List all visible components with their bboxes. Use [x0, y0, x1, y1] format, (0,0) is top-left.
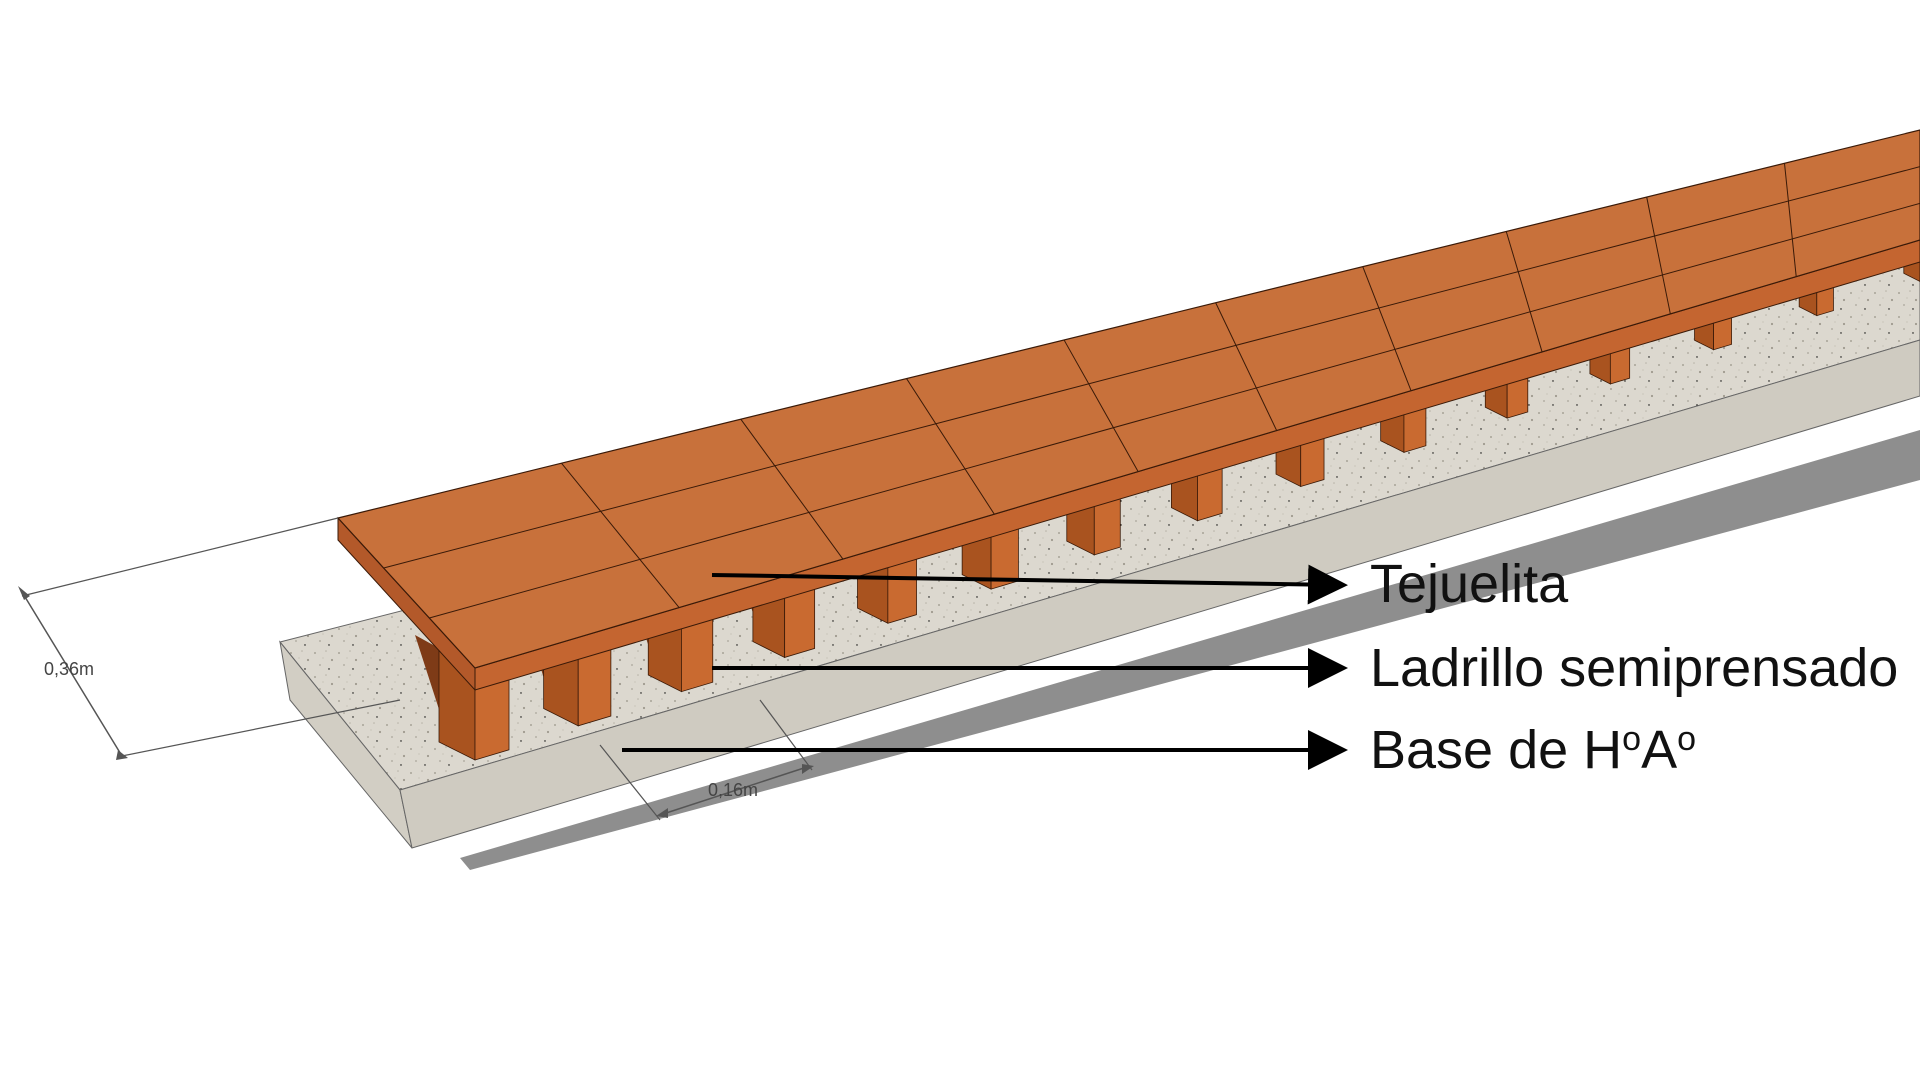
callout-arrows — [622, 564, 1348, 770]
tile-joint-cross — [1063, 339, 1139, 472]
dimension-tick-icon — [116, 750, 128, 760]
ladrillo-label: Ladrillo semiprensado — [1370, 638, 1898, 698]
dimension-extension-line — [21, 517, 339, 597]
spacing-dimension: 0,16m — [599, 699, 814, 821]
base-label-main: Base de H — [1370, 720, 1622, 780]
tile-joint-long — [383, 166, 1920, 569]
tile-joint-cross — [740, 418, 844, 560]
height-dimension: 0,36m — [18, 517, 401, 760]
tile-joint-cross — [1215, 302, 1278, 431]
dimension-tick-icon — [656, 808, 668, 818]
tile-joint-cross — [1505, 231, 1543, 353]
base-label: Base de HoAo — [1370, 720, 1696, 780]
tile-joint-cross — [1362, 266, 1412, 391]
dimension-extension-line — [599, 744, 661, 821]
concrete-base-front-side — [399, 339, 1920, 849]
dimension-tick-icon — [18, 586, 30, 600]
dimension-tick-icon — [802, 764, 814, 774]
dimension-extension-line — [121, 699, 401, 757]
tile-joint-cross — [1783, 163, 1797, 277]
slab-drop-shadow — [460, 430, 1920, 870]
base-label-sup-2: o — [1677, 720, 1696, 758]
tile-joint-cross — [561, 462, 680, 608]
tile-joint-cross — [1646, 196, 1671, 315]
tejuelita-arrow — [711, 564, 1348, 605]
tejuelita-label: Tejuelita — [1370, 554, 1569, 614]
spacing-dimension-label: 0,16m — [708, 780, 758, 800]
dimension-line — [21, 591, 123, 757]
tile-joints — [383, 163, 1920, 619]
tile-joint-cross — [906, 378, 995, 515]
tile-joint-long — [429, 202, 1920, 619]
dimension-extension-line — [759, 699, 813, 771]
base-label-mid: A — [1641, 720, 1677, 780]
dimension-line — [659, 765, 811, 816]
height-dimension-label: 0,36m — [44, 659, 94, 679]
base-label-sup-1: o — [1622, 720, 1641, 758]
